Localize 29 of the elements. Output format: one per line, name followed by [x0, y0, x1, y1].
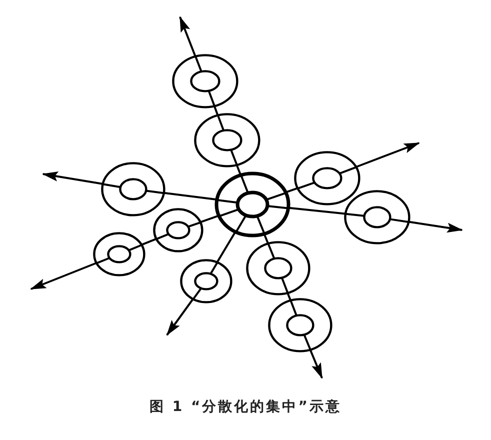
connector-line — [285, 187, 298, 194]
ring-node — [92, 230, 146, 278]
connector-line — [200, 214, 220, 224]
arrow — [166, 298, 194, 336]
arrow — [42, 172, 103, 185]
connector-line — [164, 192, 217, 200]
ring-node — [244, 240, 312, 296]
connector-line — [262, 232, 269, 244]
ring-node — [152, 206, 204, 254]
arrow — [309, 349, 323, 379]
connector-line — [216, 231, 236, 263]
ring-node — [100, 160, 166, 218]
ring-node — [342, 188, 412, 246]
connector-line — [286, 292, 292, 301]
arrow — [179, 16, 196, 57]
arrow — [408, 220, 463, 233]
ring-node — [212, 170, 292, 238]
ring-node — [170, 52, 240, 110]
ring-node — [192, 112, 262, 168]
ring-node — [178, 258, 234, 304]
ring-node — [266, 296, 334, 354]
connector-line — [213, 106, 219, 116]
ring-node — [292, 150, 362, 206]
connector-line — [288, 206, 346, 215]
arrow — [30, 262, 97, 290]
connector-line — [236, 164, 242, 175]
arrow — [356, 142, 420, 168]
figure-caption: 图 1 “分散化的集中”示意 — [150, 399, 342, 415]
connector-line — [141, 238, 157, 246]
